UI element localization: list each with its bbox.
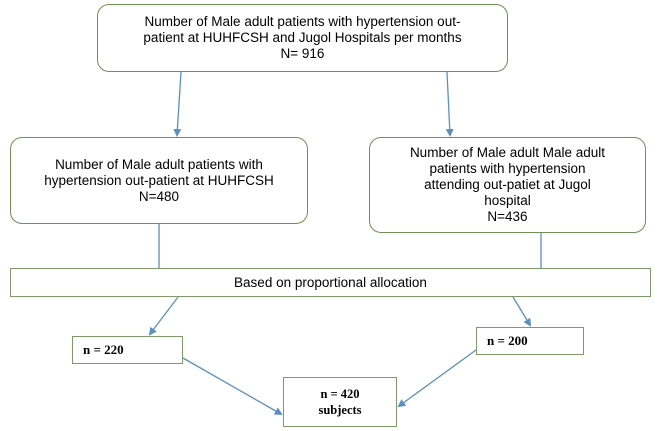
node-huhfcsh-line-2: hypertension out-patient at HUHFCSH (44, 172, 274, 188)
node-n420-line-1: n = 420 (320, 387, 360, 401)
node-jugol-line-5: N=436 (487, 209, 528, 224)
arrow-n200-to-n420 (397, 349, 477, 408)
node-total-line-1: Number of Male adult patients with hyper… (144, 14, 461, 29)
node-proportional-allocation: Based on proportional allocation (10, 268, 651, 297)
node-jugol-line-2: patients with hypertension (429, 161, 586, 176)
node-jugol-line-1: Number of Male adult Male adult (409, 145, 606, 160)
node-allocation-label: Based on proportional allocation (234, 274, 427, 290)
node-total-line-3: N= 916 (280, 46, 325, 61)
arrow-n220-to-n420 (182, 357, 283, 415)
node-n220-label: n = 220 (83, 342, 124, 357)
node-jugol-line-3: attending out-patiet at Jugol (424, 177, 591, 192)
node-total-line-2: patient at HUHFCSH and Jugol Hospitals p… (143, 30, 462, 45)
arrow-total-to-huhfcsh (173, 71, 182, 137)
node-huhfcsh-line-3: N=480 (138, 188, 180, 204)
node-sample-jugol: n = 200 (476, 327, 584, 355)
node-total-patients: Number of Male adult patients with hyper… (97, 4, 508, 72)
node-huhfcsh-patients: Number of Male adult patients with hyper… (10, 137, 308, 224)
arrow-allocation-to-n220 (148, 296, 179, 336)
arrow-allocation-to-n200 (512, 296, 532, 327)
node-n420-line-2: subjects (318, 403, 362, 417)
node-sample-huhfcsh: n = 220 (72, 336, 183, 364)
node-huhfcsh-line-1: Number of Male adult patients with (55, 156, 263, 172)
node-total-sample: n = 420 subjects (283, 377, 397, 427)
node-jugol-patients: Number of Male adult Male adult patients… (369, 137, 646, 233)
node-n200-label: n = 200 (487, 333, 528, 348)
node-jugol-line-4: hospital (484, 193, 531, 208)
arrow-total-to-jugol (445, 71, 454, 137)
